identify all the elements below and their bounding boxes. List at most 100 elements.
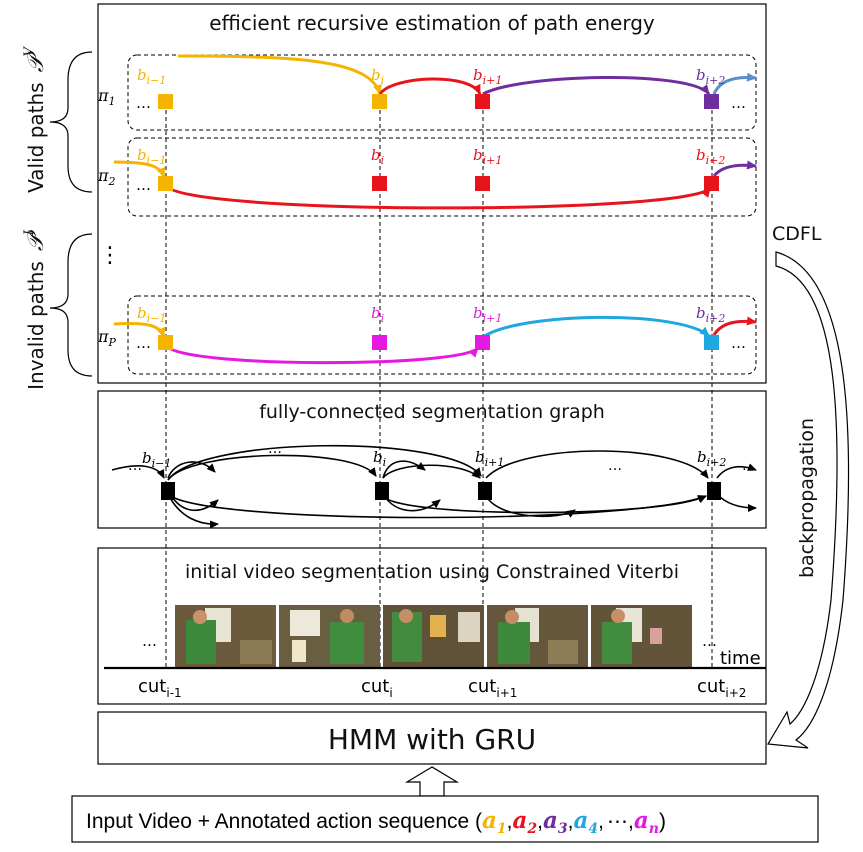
pi1-arrow-steel [712,72,757,95]
backprop-arrow [767,251,850,749]
video-frame-1 [175,605,276,668]
graph-ellipsis-3: … [608,458,622,474]
pi1-arrow-red [378,77,482,96]
bottom-panel-title: initial video segmentation using Constra… [185,561,679,583]
video-frame-4 [487,605,588,668]
middle-panel-frame [97,390,767,529]
pi2-node-1 [158,176,173,191]
path-ellipses: … … … … … [136,94,746,352]
pi2-label-b3: bi+1 [473,146,502,167]
backprop-label: backpropagation [796,418,818,578]
frames-ellipsis-right: … [702,632,717,650]
invalid-brace [49,233,93,377]
path-label-piP: πP [97,327,117,349]
middle-panel-title: fully-connected segmentation graph [259,401,605,423]
graph-nodes [161,482,721,500]
piP-label-b4: bi+2 [696,304,725,325]
time-label: time [720,648,761,669]
hmm-label: HMM with GRU [328,723,536,756]
valid-paths-label: Valid paths [24,82,48,192]
top-panel-frame [97,3,767,384]
piP-node-3 [475,335,490,350]
piP-label-b3: bi+1 [473,304,502,325]
pi1-node-3 [475,94,490,109]
boundary-labels: bi−1 bi bi+1 bi+2 bi−1 bi bi+1 bi+2 bi−1… [137,66,725,325]
path-label-pi1: π1 [97,86,116,108]
invalid-paths-label: Invalid paths [24,261,48,390]
piP-arrow-red [712,316,757,336]
cut-label-1: cuti-1 [138,676,182,700]
piP-ellipsis-right: … [731,334,746,352]
path-box-pi2 [127,137,757,217]
graph-node-3 [478,482,492,500]
pi1-label-b3: bi+1 [473,66,502,87]
valid-brace [49,51,93,193]
pi1-label-b4: bi+2 [696,66,725,87]
pi2-node-4 [704,176,719,191]
video-frame-3 [383,605,484,668]
svg-text:Invalid paths𝒫I: Invalid paths𝒫I [22,229,49,390]
graph-ellipsis-1: … [128,458,142,474]
pi2-node-2 [372,176,387,191]
pi1-label-b1: bi−1 [137,66,166,87]
graph-ellipsis-2: … [268,441,282,457]
graph-label-b4: bi+2 [697,448,726,469]
frames-ellipsis-left: … [142,632,157,650]
vertical-guides [165,103,713,668]
pi1-ellipsis-left: … [136,94,151,112]
pi2-arrow-red [164,184,712,210]
graph-edges [111,444,757,529]
cut-label-4: cuti+2 [697,676,746,700]
input-sequence: Input Video + Annotated action sequence … [86,807,666,837]
invalid-paths-sup: I [22,229,37,236]
cdfl-label: CDFL [772,223,822,245]
path-label-pi2: π2 [97,166,116,188]
pi2-node-3 [475,176,490,191]
cut-label-3: cuti+1 [468,676,517,700]
piP-arrow-blue [482,315,710,339]
path-nodes [158,94,719,350]
pi2-label-b4: bi+2 [696,146,725,167]
path-vertical-ellipsis: ⋮ [99,243,121,268]
piP-node-4 [704,335,719,350]
piP-node-2 [372,335,387,350]
hmm-box [97,711,767,765]
graph-labels: bi−1 bi bi+1 bi+2 [142,448,726,470]
graph-label-b2: bi [373,448,386,469]
pi1-node-1 [158,94,173,109]
pi2-ellipsis-left: … [136,176,151,194]
piP-node-1 [158,335,173,350]
pi1-ellipsis-right: … [731,94,746,112]
piP-arrow-yellow [113,322,166,338]
bottom-panel-frame [97,547,767,705]
valid-paths-sup: V [22,46,37,57]
graph-ellipses: … … … … [128,441,756,474]
graph-label-b3: bi+1 [475,448,504,469]
cut-labels: cuti-1 cuti cuti+1 cuti+2 [138,676,746,700]
input-box [71,795,819,843]
graph-node-2 [375,482,389,500]
video-frame-5 [591,605,692,668]
pi1-arrow-purple [482,76,711,96]
graph-node-1 [161,482,175,500]
piP-arrow-magenta [164,343,480,365]
path-box-piP [127,295,757,375]
pi1-node-4 [704,94,719,109]
pi1-label-b2: bi [371,66,384,87]
pi1-arrow-yellow [177,54,382,95]
video-frame-2 [279,605,380,668]
invalid-paths-group: Invalid paths𝒫I [22,229,49,390]
piP-label-b2: bi [371,304,384,325]
input-up-arrow [404,766,460,797]
top-panel-title: efficient recursive estimation of path e… [209,11,655,35]
valid-paths-group: Valid paths𝒫V [22,46,49,193]
path-box-pi1 [127,54,757,131]
graph-label-b1: bi−1 [142,449,171,470]
backprop-label-group: backpropagation [796,418,818,578]
pi2-arrow-yellow [113,160,166,178]
piP-ellipsis-left: … [136,334,151,352]
pi1-node-2 [372,94,387,109]
pi2-label-b1: bi−1 [137,146,166,167]
svg-text:Valid paths𝒫V: Valid paths𝒫V [22,46,49,193]
